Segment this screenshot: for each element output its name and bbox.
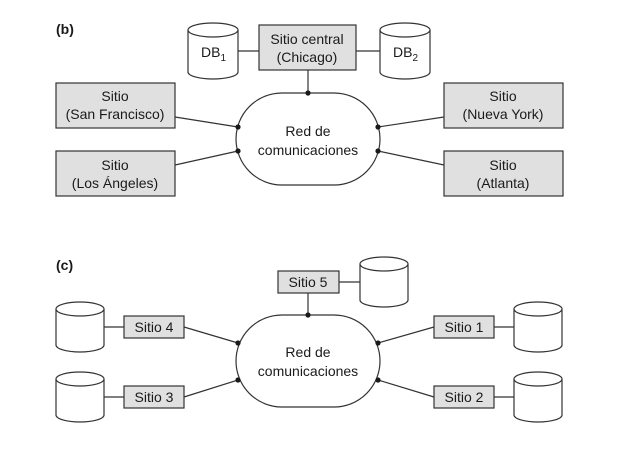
- sf-line2: (San Francisco): [66, 106, 165, 122]
- la-line1: Sitio: [101, 157, 128, 173]
- network-b-line1: Red de: [285, 123, 330, 139]
- svg-text:DB1: DB1: [201, 44, 226, 64]
- junction-dot: [235, 148, 241, 154]
- ny-network-link: [377, 116, 445, 128]
- site4-network-link: [183, 326, 239, 344]
- central-site-line1: Sitio central: [270, 31, 343, 47]
- central-site-line2: (Chicago): [277, 49, 338, 65]
- site-new-york: Sitio (Nueva York): [443, 82, 564, 129]
- db1-cylinder: DB1: [187, 22, 239, 80]
- db1-label: DB: [201, 44, 220, 60]
- network-c-line1: Red de: [285, 344, 330, 360]
- db-site2-cylinder: [513, 371, 563, 423]
- panel-c-label: (c): [56, 257, 73, 273]
- atlanta-line2: (Atlanta): [477, 175, 530, 191]
- site-4-label: Sitio 4: [135, 319, 174, 335]
- network-c: [235, 314, 381, 408]
- junction-dot: [305, 90, 311, 96]
- db2-subscript: 2: [412, 53, 418, 64]
- site-4-box: Sitio 4: [123, 315, 185, 339]
- site-los-angeles: Sitio (Los Ángeles): [55, 150, 176, 197]
- site-atlanta: Sitio (Atlanta): [443, 150, 564, 197]
- sf-network-link: [174, 116, 239, 128]
- site3-network-link: [183, 379, 239, 398]
- db-site4-cylinder: [55, 301, 105, 353]
- site-2-box: Sitio 2: [433, 385, 495, 409]
- panel-b: (b) Red de comunicaciones DB1 DB2: [55, 21, 564, 197]
- panel-c: (c) Red de comunicaciones Sitio 5: [55, 256, 563, 423]
- junction-dot: [375, 377, 381, 383]
- site-1-box: Sitio 1: [433, 315, 495, 339]
- la-network-link: [174, 150, 239, 166]
- ny-line2: (Nueva York): [463, 106, 544, 122]
- db-site1-cylinder: [513, 301, 563, 353]
- network-site1-link: [377, 326, 435, 344]
- junction-dot: [305, 312, 311, 318]
- site-5-box: Sitio 5: [277, 270, 340, 294]
- site-5-label: Sitio 5: [289, 274, 328, 290]
- junction-dot: [375, 124, 381, 130]
- sf-line1: Sitio: [101, 88, 128, 104]
- site-3-box: Sitio 3: [123, 385, 185, 409]
- site-san-francisco: Sitio (San Francisco): [55, 82, 176, 129]
- central-site-box: Sitio central (Chicago): [258, 24, 357, 71]
- svg-text:DB2: DB2: [393, 44, 418, 64]
- site-3-label: Sitio 3: [135, 389, 174, 405]
- junction-dot: [375, 340, 381, 346]
- network-c-line2: comunicaciones: [258, 363, 358, 379]
- site-1-label: Sitio 1: [445, 319, 484, 335]
- db2-label: DB: [393, 44, 412, 60]
- network-site2-link: [377, 379, 435, 398]
- junction-dot: [235, 340, 241, 346]
- junction-dot: [235, 377, 241, 383]
- network-b-line2: comunicaciones: [258, 142, 358, 158]
- junction-dot: [235, 124, 241, 130]
- site-2-label: Sitio 2: [445, 389, 484, 405]
- db2-cylinder: DB2: [379, 22, 431, 80]
- junction-dot: [375, 148, 381, 154]
- db-site5-cylinder: [359, 256, 409, 308]
- db1-subscript: 1: [220, 53, 226, 64]
- atlanta-line1: Sitio: [489, 157, 516, 173]
- ny-line1: Sitio: [489, 88, 516, 104]
- la-line2: (Los Ángeles): [72, 175, 158, 191]
- db-site3-cylinder: [55, 371, 105, 423]
- atlanta-network-link: [377, 150, 445, 166]
- network-b: [235, 92, 381, 186]
- panel-b-label: (b): [56, 21, 74, 37]
